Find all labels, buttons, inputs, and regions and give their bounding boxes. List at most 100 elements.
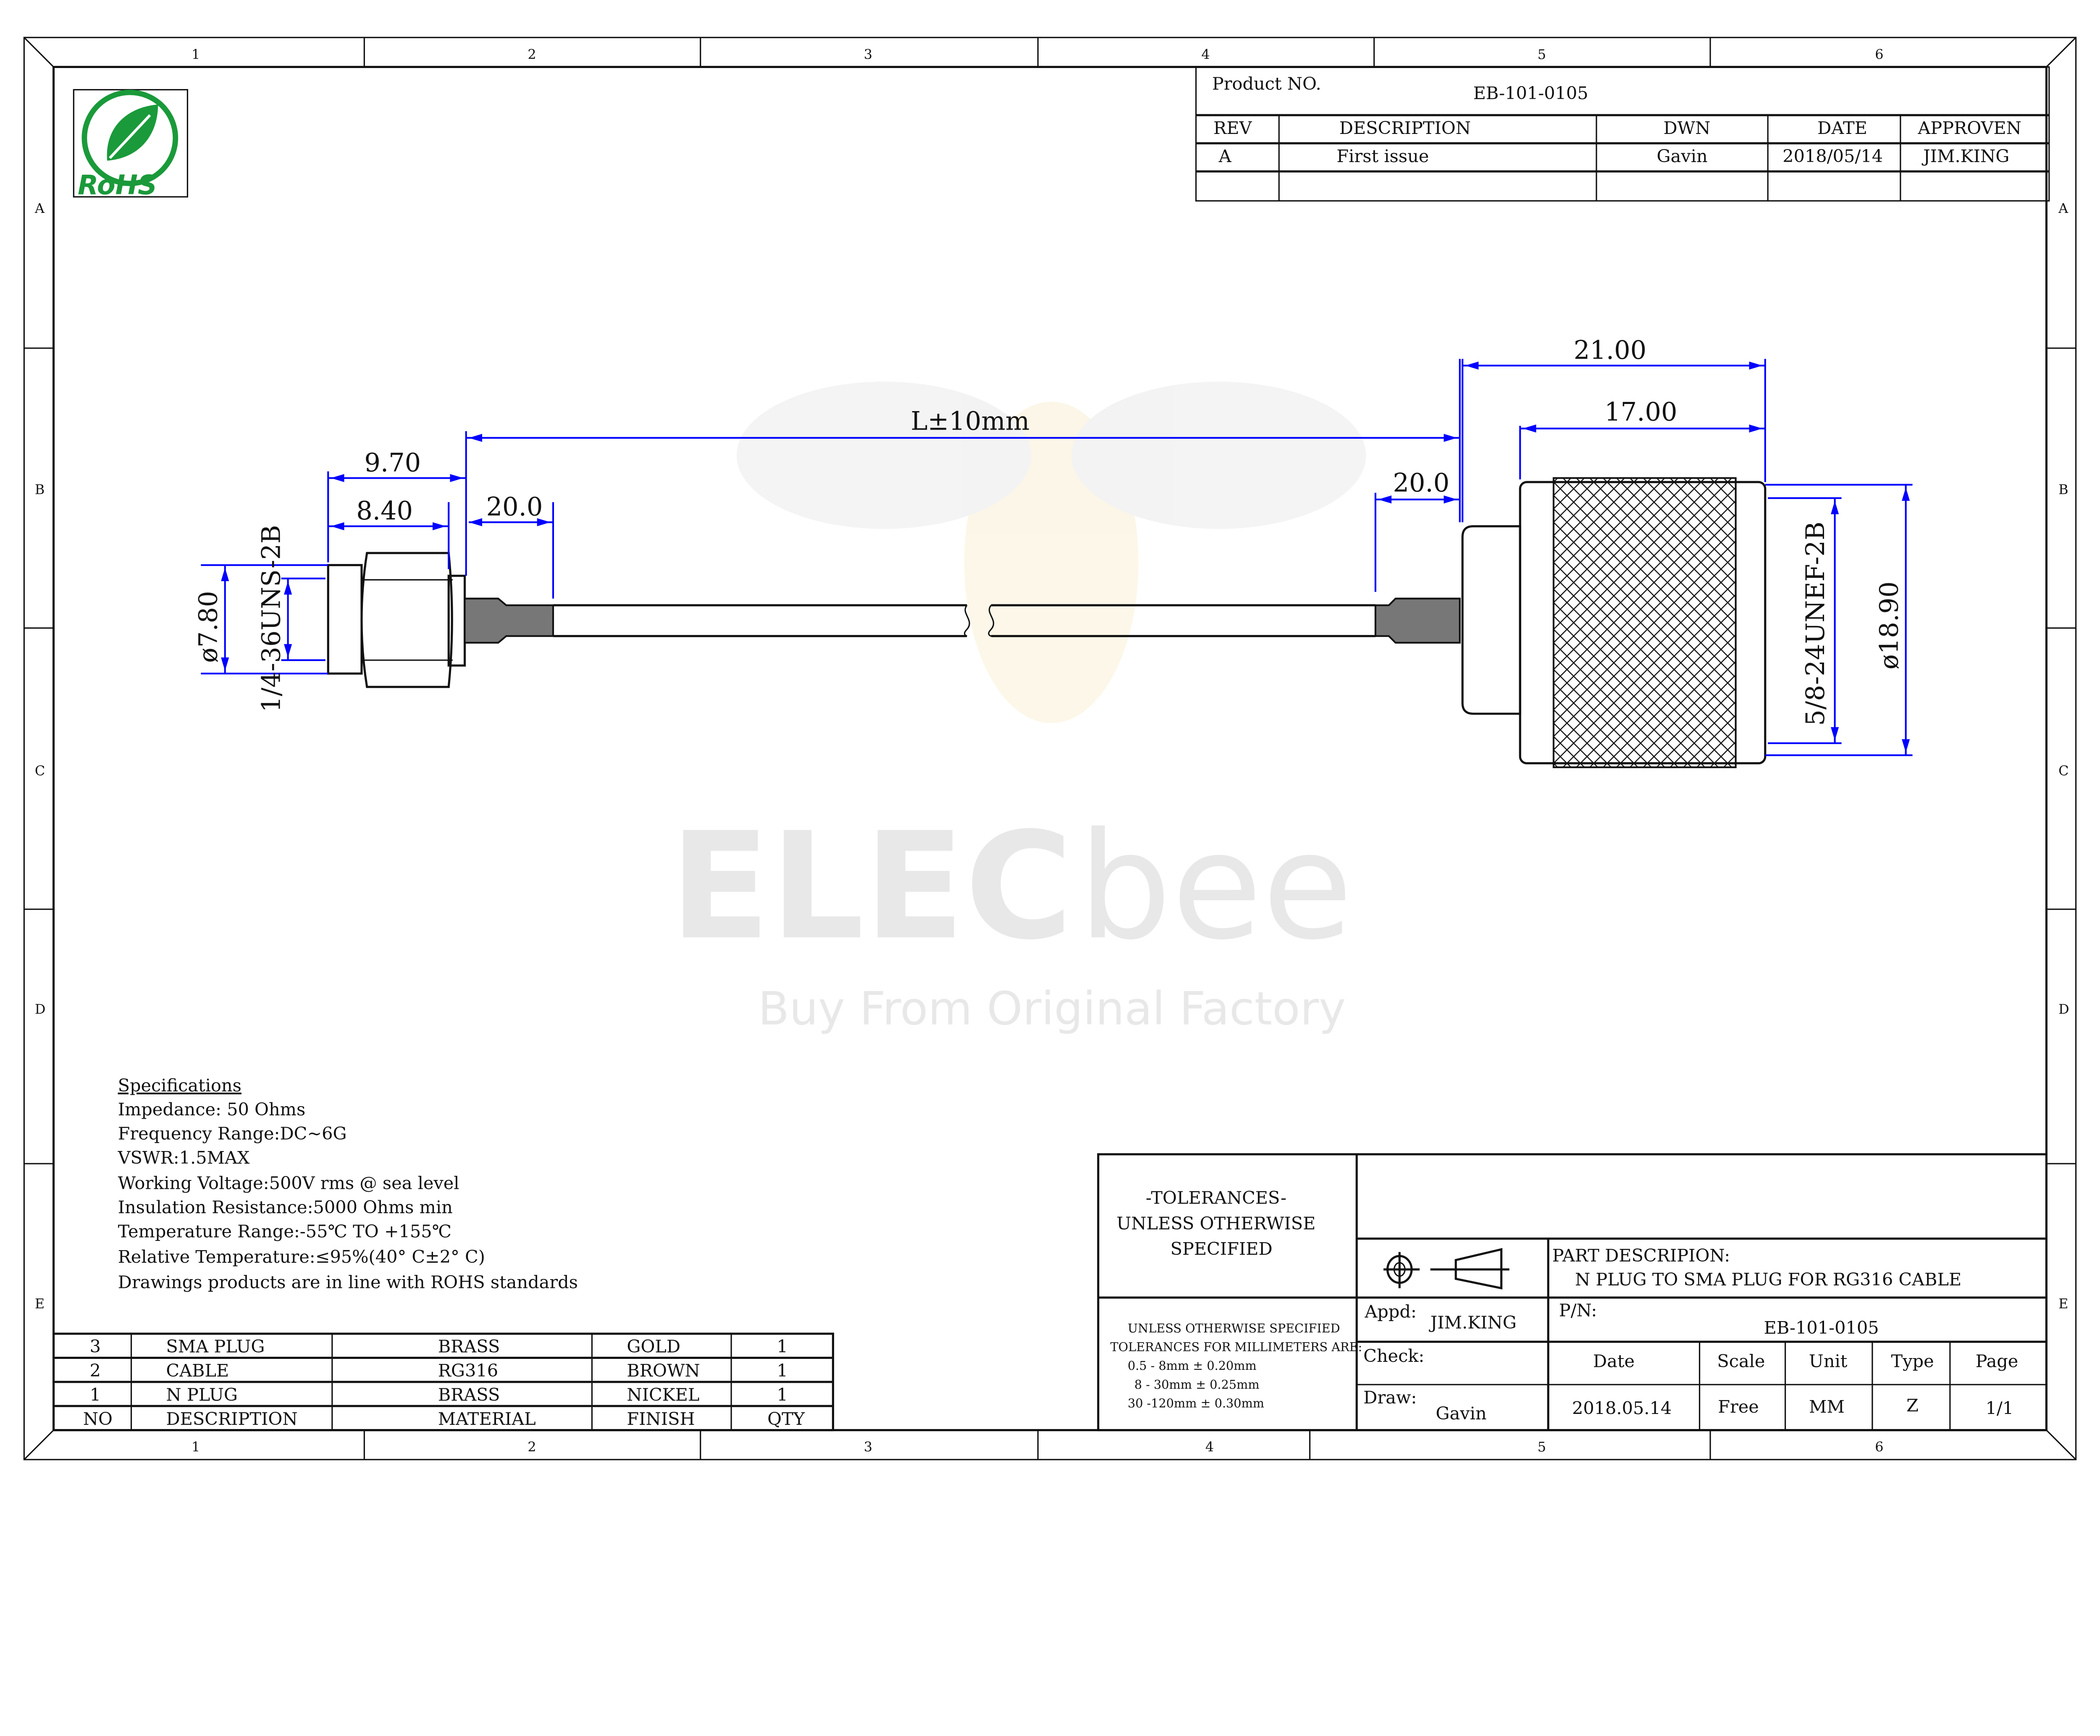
bom-description: SMA PLUG <box>166 1337 265 1357</box>
bom-header-finish: FINISH <box>627 1409 695 1429</box>
rohs-logo: RoHS <box>73 89 189 201</box>
tolerance-note: 8 - 30mm ± 0.25mm <box>1134 1377 1260 1392</box>
bom-description: N PLUG <box>166 1385 238 1405</box>
zone-row-b-right: B <box>2058 482 2068 498</box>
bom-qty: 1 <box>777 1385 788 1405</box>
rev-value: A <box>1218 146 1232 166</box>
unit-value: MM <box>1809 1397 1845 1417</box>
dim-n-dia: ø18.90 <box>1874 581 1904 669</box>
spec-line: Working Voltage:500V rms @ sea level <box>118 1173 459 1193</box>
zone-col-6-bottom: 6 <box>1875 1439 1883 1455</box>
description-header: DESCRIPTION <box>1339 118 1471 138</box>
bom-finish: NICKEL <box>627 1385 699 1405</box>
bom-header-description: DESCRIPTION <box>166 1409 297 1429</box>
tolerances-subtitle: UNLESS OTHERWISE <box>1116 1213 1315 1233</box>
dim-sma-overall: 9.70 <box>364 448 421 477</box>
bom-no: 1 <box>90 1385 101 1405</box>
zone-row-d-right: D <box>2058 1001 2069 1017</box>
watermark-tagline: Buy From Original Factory <box>758 982 1346 1035</box>
pn-label: P/N: <box>1559 1301 1597 1321</box>
dwn-header: DWN <box>1663 118 1710 138</box>
sma-plug-drawing <box>327 552 554 688</box>
type-value: Z <box>1906 1395 1919 1416</box>
zone-col-5: 5 <box>1538 46 1546 62</box>
product-no-label: Product NO. <box>1212 74 1321 94</box>
tolerances-subtitle: SPECIFIED <box>1171 1239 1273 1259</box>
zone-col-1-bottom: 1 <box>192 1439 200 1455</box>
scale-value: Free <box>1718 1397 1759 1417</box>
dim-length: L±10mm <box>911 407 1029 436</box>
spec-line: Temperature Range:-55℃ TO +155℃ <box>118 1221 452 1241</box>
page-header: Page <box>1976 1351 2019 1371</box>
rohs-logo-text: RoHS <box>78 170 157 201</box>
rev-header: REV <box>1213 118 1252 138</box>
zone-row-e-right: E <box>2058 1295 2068 1311</box>
zone-row-d: D <box>35 1001 46 1017</box>
dim-sma-thread: 1/4-36UNS-2B <box>257 525 286 712</box>
cable-drawing <box>553 604 1376 637</box>
specifications-title: Specifications <box>118 1075 242 1096</box>
draw-value: Gavin <box>1436 1403 1486 1424</box>
product-no-value: EB-101-0105 <box>1473 83 1588 103</box>
watermark: ELEC bee Buy From Original Factory <box>669 381 1366 1035</box>
unit-header: Unit <box>1809 1351 1848 1371</box>
draw-label: Draw: <box>1363 1387 1417 1408</box>
zone-row-e: E <box>35 1295 45 1311</box>
spec-line: Relative Temperature:≤95%(40° C±2° C) <box>118 1247 485 1267</box>
watermark-brand: ELEC <box>669 800 1073 972</box>
type-header: Type <box>1891 1351 1934 1371</box>
zone-col-4-bottom: 4 <box>1205 1439 1214 1455</box>
zone-col-3-bottom: 3 <box>864 1439 872 1455</box>
zone-col-5-bottom: 5 <box>1538 1439 1546 1455</box>
dim-n-overall: 21.00 <box>1574 336 1646 365</box>
bom-header-qty: QTY <box>767 1409 805 1429</box>
dim-sma-hex: 8.40 <box>356 496 413 526</box>
zone-row-c: C <box>35 763 45 779</box>
tolerance-note: TOLERANCES FOR MILLIMETERS ARE: <box>1110 1340 1362 1354</box>
part-description-label: PART DESCRIPION: <box>1552 1246 1730 1266</box>
spec-line: Frequency Range:DC~6G <box>118 1124 347 1144</box>
bom-material: BRASS <box>438 1337 500 1357</box>
specifications: Specifications Impedance: 50 Ohms Freque… <box>118 1075 578 1293</box>
date-value: 2018.05.14 <box>1572 1398 1672 1418</box>
dim-n-crimp: 20.0 <box>1393 468 1449 498</box>
zone-row-b: B <box>35 482 45 498</box>
zone-col-3: 3 <box>864 46 872 62</box>
bom-finish: BROWN <box>627 1361 700 1381</box>
page-value: 1/1 <box>1985 1398 2013 1418</box>
bom-material: BRASS <box>438 1385 500 1405</box>
spec-line: Drawings products are in line with ROHS … <box>118 1272 578 1293</box>
appd-label: Appd: <box>1364 1302 1416 1322</box>
bom-description: CABLE <box>166 1361 229 1381</box>
tolerance-note: 30 -120mm ± 0.30mm <box>1128 1396 1264 1410</box>
n-plug-drawing <box>1374 477 1767 768</box>
tolerance-note: 0.5 - 8mm ± 0.20mm <box>1128 1358 1257 1373</box>
dim-sma-dia: ø7.80 <box>194 591 223 663</box>
bom-qty: 1 <box>777 1337 788 1357</box>
spec-line: VSWR:1.5MAX <box>118 1148 250 1168</box>
bom-no: 3 <box>90 1337 101 1357</box>
approven-value: JIM.KING <box>1922 146 2009 166</box>
revision-table: Product NO. EB-101-0105 REV DESCRIPTION … <box>1195 66 2050 202</box>
dimension-lines: L±10mm 9.70 8.40 20.0 21.00 17.00 20.0 ø… <box>194 336 1913 756</box>
approven-header: APPROVEN <box>1917 118 2021 138</box>
check-label: Check: <box>1363 1346 1424 1366</box>
bom-finish: GOLD <box>627 1337 680 1357</box>
bom-header-no: NO <box>83 1409 113 1429</box>
zone-col-1: 1 <box>192 46 200 62</box>
zone-row-a-right: A <box>2058 200 2068 216</box>
tolerance-note: UNLESS OTHERWISE SPECIFIED <box>1128 1321 1340 1335</box>
zone-col-6: 6 <box>1875 46 1883 62</box>
spec-line: Insulation Resistance:5000 Ohms min <box>118 1197 453 1217</box>
part-description: N PLUG TO SMA PLUG FOR RG316 CABLE <box>1575 1269 1961 1290</box>
bom-no: 2 <box>90 1361 101 1381</box>
bom-table: 3 SMA PLUG BRASS GOLD 1 2 CABLE RG316 BR… <box>52 1332 834 1432</box>
scale-header: Scale <box>1717 1351 1765 1371</box>
date-header: DATE <box>1817 118 1867 138</box>
bom-header-material: MATERIAL <box>438 1409 536 1429</box>
zone-col-2-bottom: 2 <box>528 1439 536 1455</box>
description-value: First issue <box>1336 146 1429 166</box>
dwn-value: Gavin <box>1657 146 1708 166</box>
zone-row-c-right: C <box>2058 763 2068 779</box>
bom-qty: 1 <box>777 1361 788 1381</box>
